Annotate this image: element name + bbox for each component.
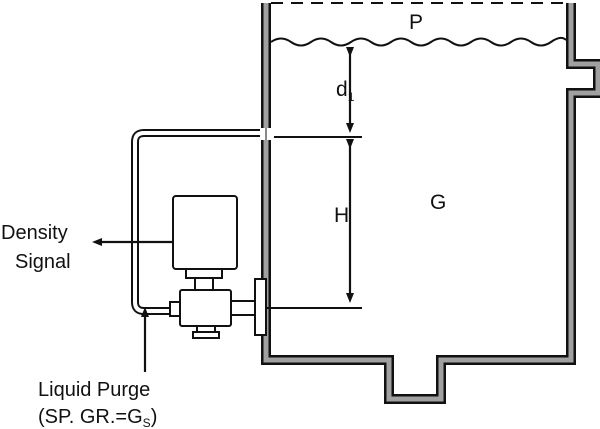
label-density: Density bbox=[1, 222, 68, 244]
mounting-flange bbox=[254, 278, 267, 336]
transmitter-body bbox=[179, 289, 232, 327]
transmitter-housing bbox=[172, 195, 238, 270]
label-fluid-g: G bbox=[430, 191, 446, 214]
label-top-region: P bbox=[409, 11, 423, 34]
density-transmitter bbox=[169, 195, 267, 339]
label-height-h: H bbox=[334, 204, 349, 227]
label-specific-gravity: (SP. GR.=GS) bbox=[38, 406, 157, 429]
liquid-surface bbox=[270, 36, 567, 47]
label-signal: Signal bbox=[15, 251, 71, 273]
label-liquid-purge: Liquid Purge bbox=[38, 379, 150, 401]
label-level-d1: d1 bbox=[336, 78, 355, 104]
tank-wall bbox=[261, 3, 600, 404]
